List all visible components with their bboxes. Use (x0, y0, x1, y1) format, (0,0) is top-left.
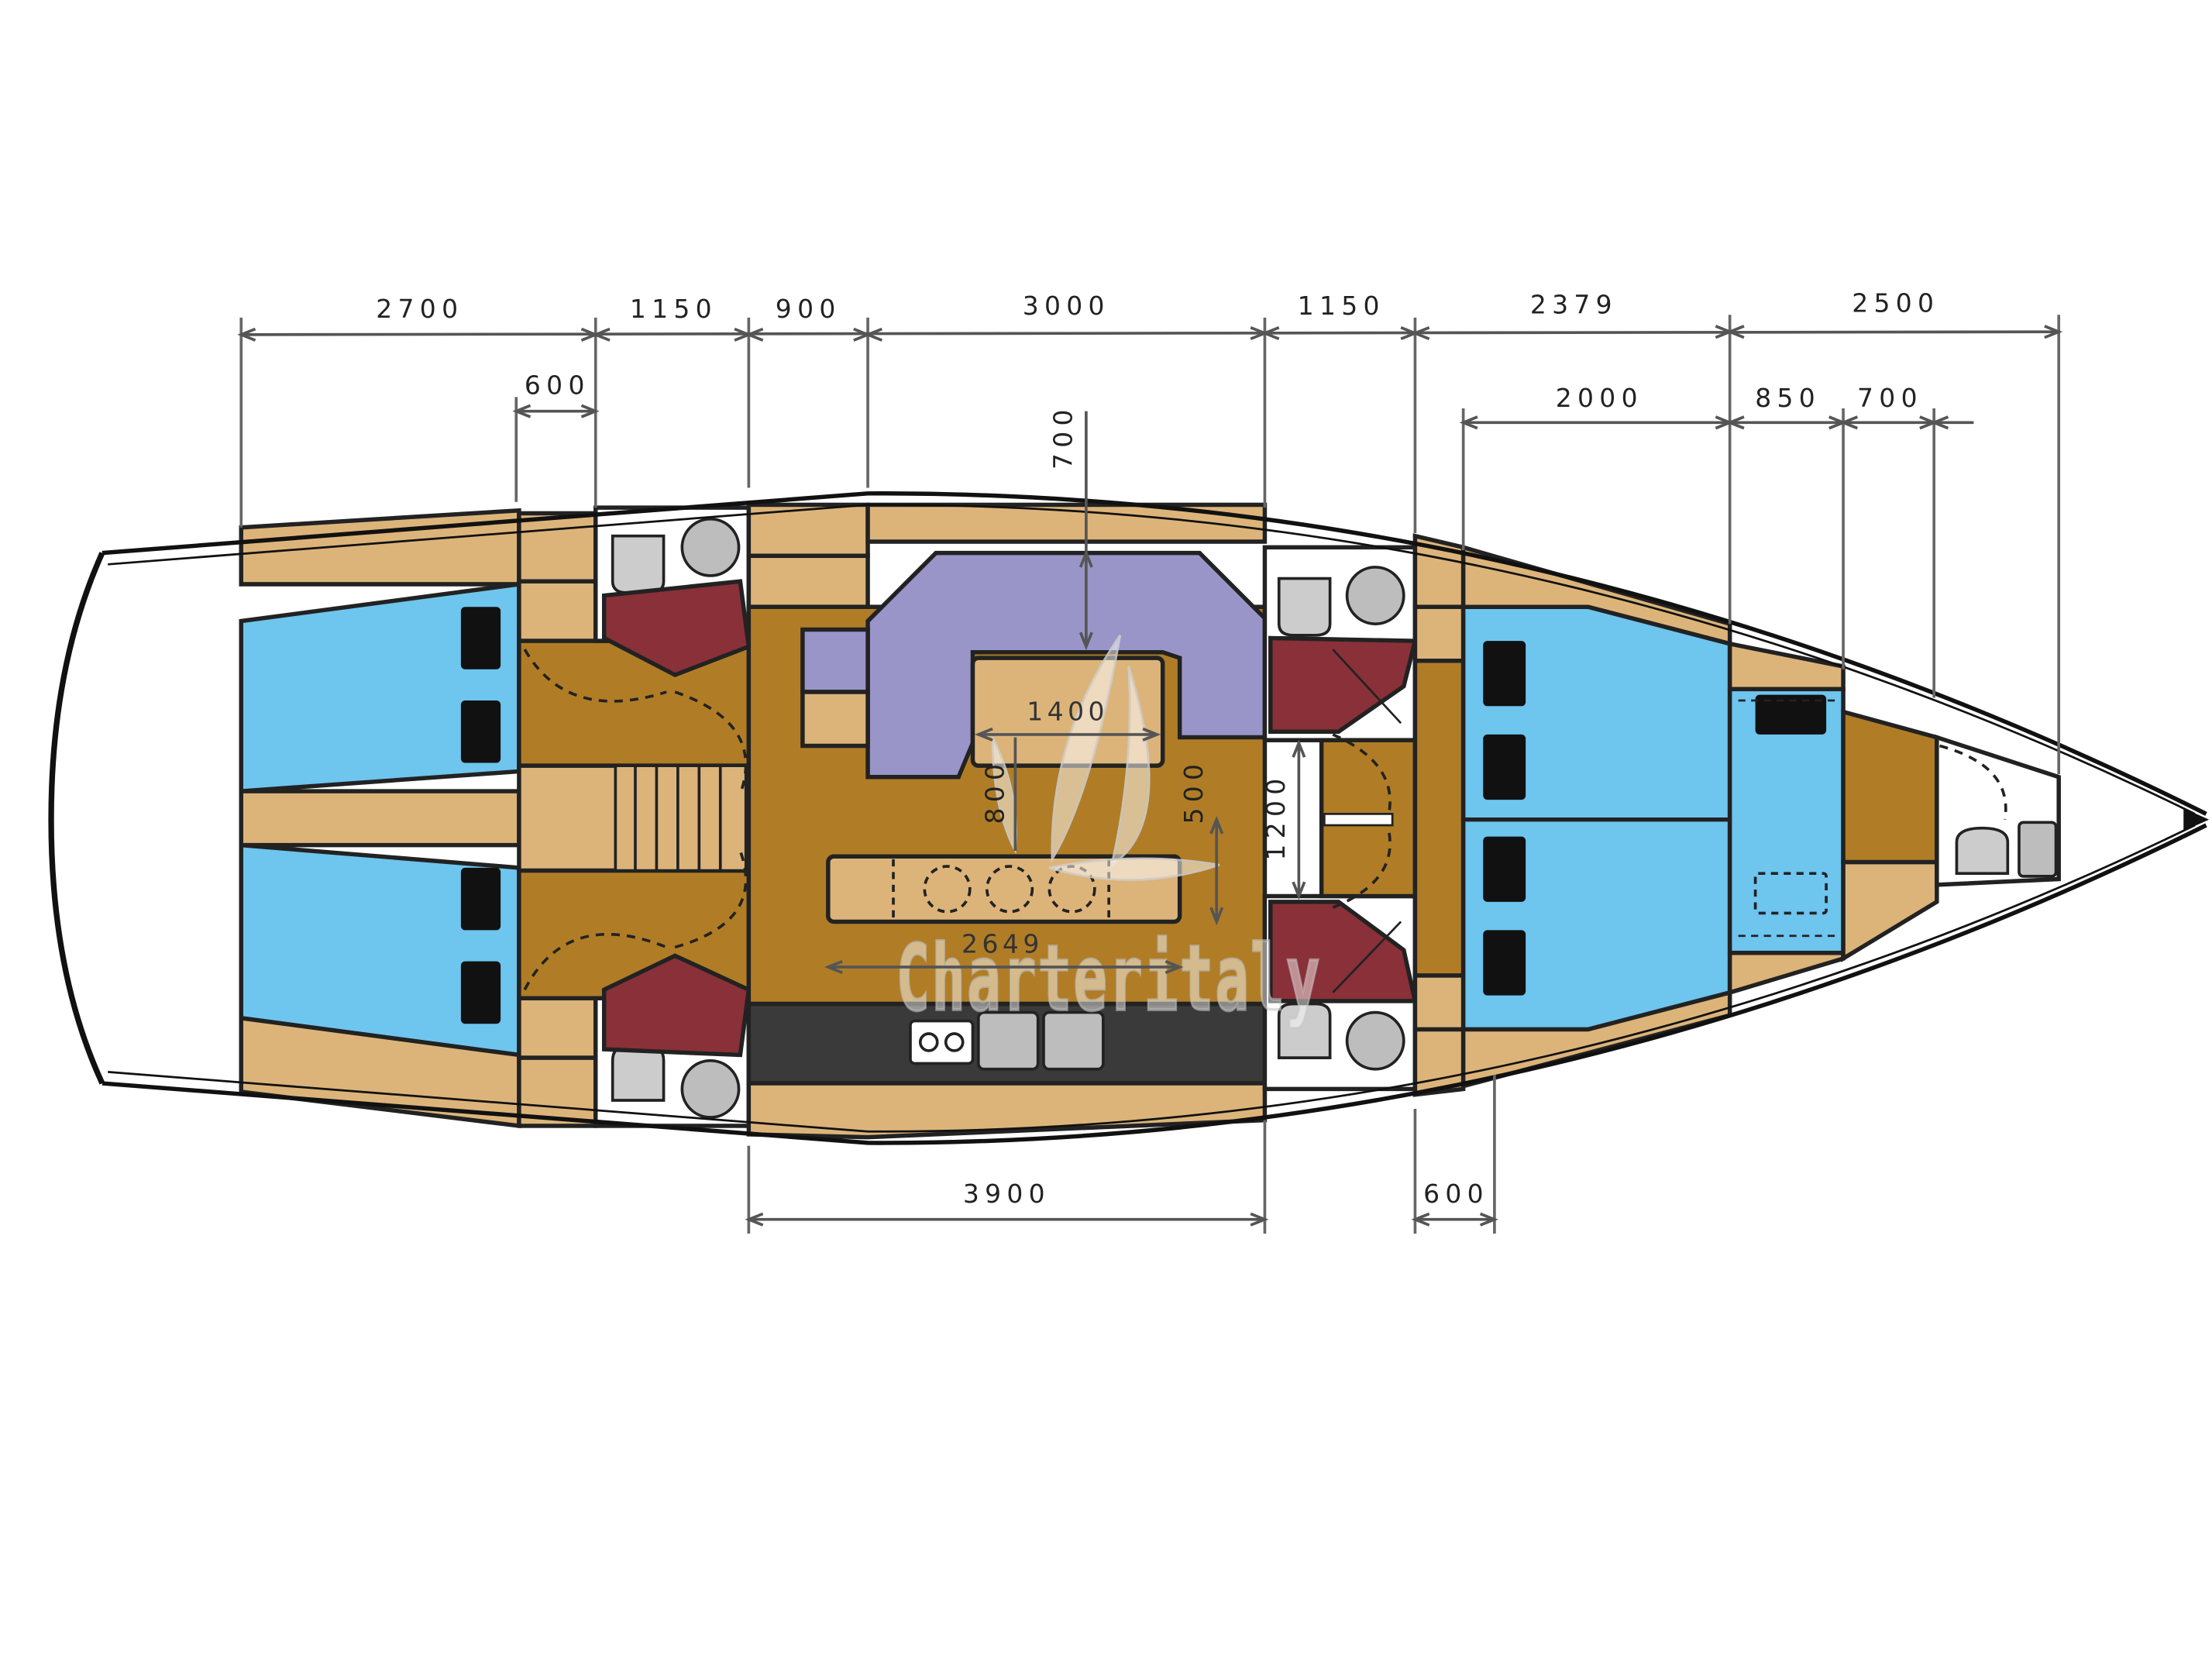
dim-1200: 1200 (1261, 773, 1291, 860)
dim-1400: 1400 (1027, 697, 1109, 727)
dim-850: 850 (1755, 383, 1821, 413)
shower-icon (601, 953, 752, 1058)
sink-icon (680, 517, 741, 577)
toilet-icon (611, 1045, 666, 1102)
dim-3000: 3000 (1023, 291, 1110, 321)
shower-icon (1268, 635, 1418, 734)
dim-900: 900 (776, 294, 841, 324)
shower-icon (601, 579, 752, 678)
saloon-settee (865, 550, 1268, 780)
mattress-icon (1483, 734, 1526, 800)
dimension-labels: 2700 1150 900 3000 1150 2379 2500 600 20… (376, 288, 1939, 1209)
mattress-icon (1755, 694, 1827, 735)
mattress-icon (460, 700, 501, 763)
dim-2500: 2500 (1852, 288, 1939, 318)
dim-3900: 3900 (963, 1179, 1051, 1209)
hull-outline (48, 491, 2210, 1145)
stool-icon (923, 865, 972, 914)
dim-2700: 2700 (376, 294, 463, 324)
forward-heads (1262, 545, 1418, 1092)
mattress-icon (460, 867, 501, 931)
toilet-icon (1955, 826, 2010, 876)
mattress-icon (1483, 836, 1526, 902)
watermark-text: Charteritaly (896, 925, 1322, 1031)
dim-700-saloon: 700 (1048, 404, 1078, 470)
toilet-icon (1277, 1002, 1332, 1059)
mattress-icon (1483, 641, 1526, 707)
bow-cabin (1727, 641, 2061, 996)
dim-600-fwd: 600 (1423, 1179, 1489, 1209)
dim-500: 500 (1178, 759, 1209, 824)
sink-icon (1345, 566, 1405, 625)
watermark: Charteritaly (895, 635, 1322, 1033)
dim-600-aft: 600 (525, 370, 590, 401)
mattress-icon (460, 607, 501, 669)
dim-1150-fwd: 1150 (1298, 291, 1385, 321)
stove-icon (909, 1019, 975, 1065)
sink-icon (2018, 821, 2058, 878)
sink-icon (1345, 1010, 1405, 1071)
sail-logo-icon (991, 635, 1220, 881)
sink-icon (1042, 1010, 1105, 1071)
mattress-icon (1483, 930, 1526, 996)
toilet-icon (611, 534, 666, 594)
dim-2379: 2379 (1530, 289, 1618, 319)
dim-1150-aft: 1150 (630, 294, 717, 324)
mattress-icon (460, 961, 501, 1024)
shower-icon (1268, 900, 1418, 1003)
aft-heads-area (517, 505, 752, 1128)
forward-cabins (1412, 533, 1732, 1097)
companionway-stairs (614, 764, 748, 873)
dim-800: 800 (980, 759, 1010, 824)
dim-2000: 2000 (1556, 383, 1643, 413)
sink-icon (680, 1058, 741, 1119)
dimension-lines (237, 315, 2063, 1234)
dim-700-bow: 700 (1857, 383, 1923, 413)
aft-cabins (239, 508, 521, 1129)
dim-2649: 2649 (962, 929, 1044, 959)
toilet-icon (1277, 577, 1332, 637)
sink-icon (976, 1010, 1040, 1071)
stool-icon (985, 865, 1034, 914)
